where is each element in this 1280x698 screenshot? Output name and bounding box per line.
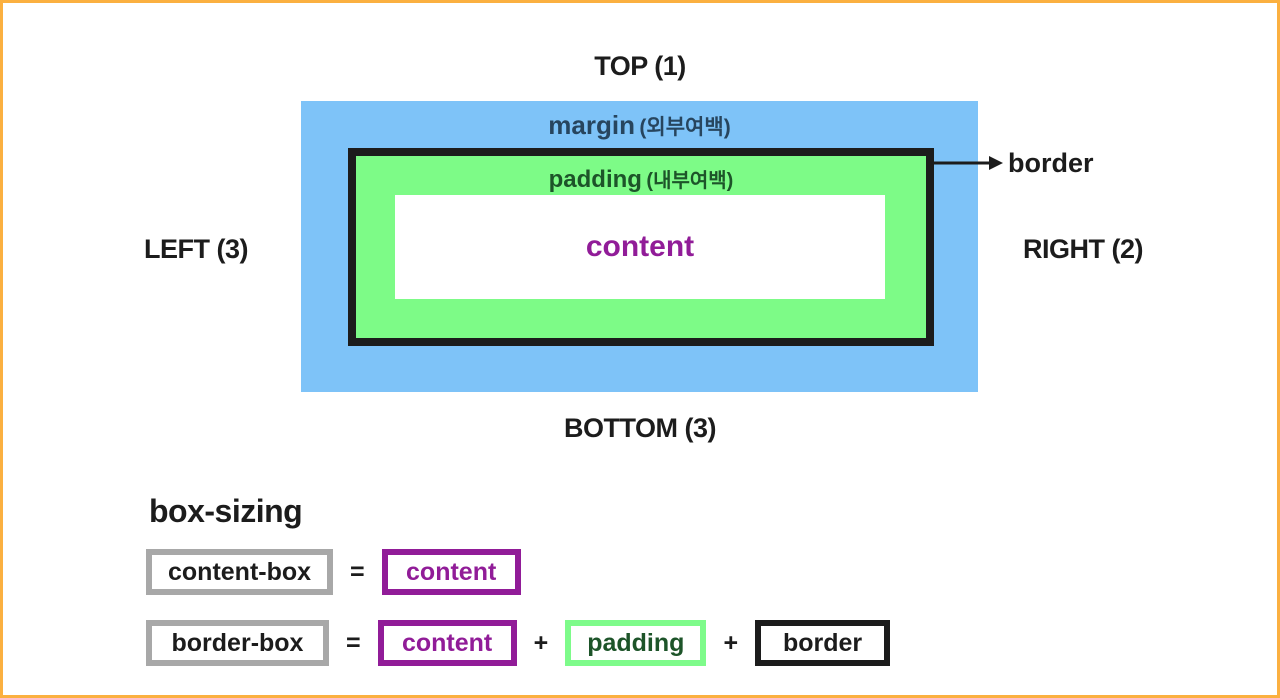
padding-label-text: padding xyxy=(548,166,642,193)
margin-label-text: margin xyxy=(548,110,635,140)
bottom-side-label: BOTTOM (3) xyxy=(564,413,717,443)
right-side-label: RIGHT (2) xyxy=(1023,234,1144,264)
content-term-box: content xyxy=(377,620,517,666)
content-area: content xyxy=(395,195,885,299)
padding-label: padding (내부여백) xyxy=(356,164,926,194)
margin-label-korean: (외부여백) xyxy=(639,116,731,139)
content-box-keyword-box: content-box xyxy=(146,549,334,595)
content-label: content xyxy=(585,230,695,263)
left-side-label: LEFT (3) xyxy=(144,234,249,264)
plus-sign: + xyxy=(533,628,549,657)
plus-sign: + xyxy=(723,628,739,657)
padding-term-box: padding xyxy=(565,620,707,666)
border-box-equation-row: border-box = content + padding + border xyxy=(146,620,891,666)
content-box-equation-row: content-box = content xyxy=(146,549,521,595)
border-and-padding-area: padding (내부여백) content xyxy=(348,148,934,346)
top-side-label: TOP (1) xyxy=(594,51,686,81)
padding-label-korean: (내부여백) xyxy=(646,170,734,192)
border-callout-label: border xyxy=(1008,148,1094,178)
margin-area: margin (외부여백) padding (내부여백) content xyxy=(301,101,978,392)
content-term-box: content xyxy=(381,549,521,595)
border-term-box: border xyxy=(755,620,891,666)
equals-sign: = xyxy=(350,557,365,586)
margin-label: margin (외부여백) xyxy=(301,110,978,141)
box-sizing-title: box-sizing xyxy=(149,493,303,529)
border-box-keyword-box: border-box xyxy=(146,620,329,666)
border-arrow-icon xyxy=(933,156,1003,170)
equals-sign: = xyxy=(346,628,361,657)
